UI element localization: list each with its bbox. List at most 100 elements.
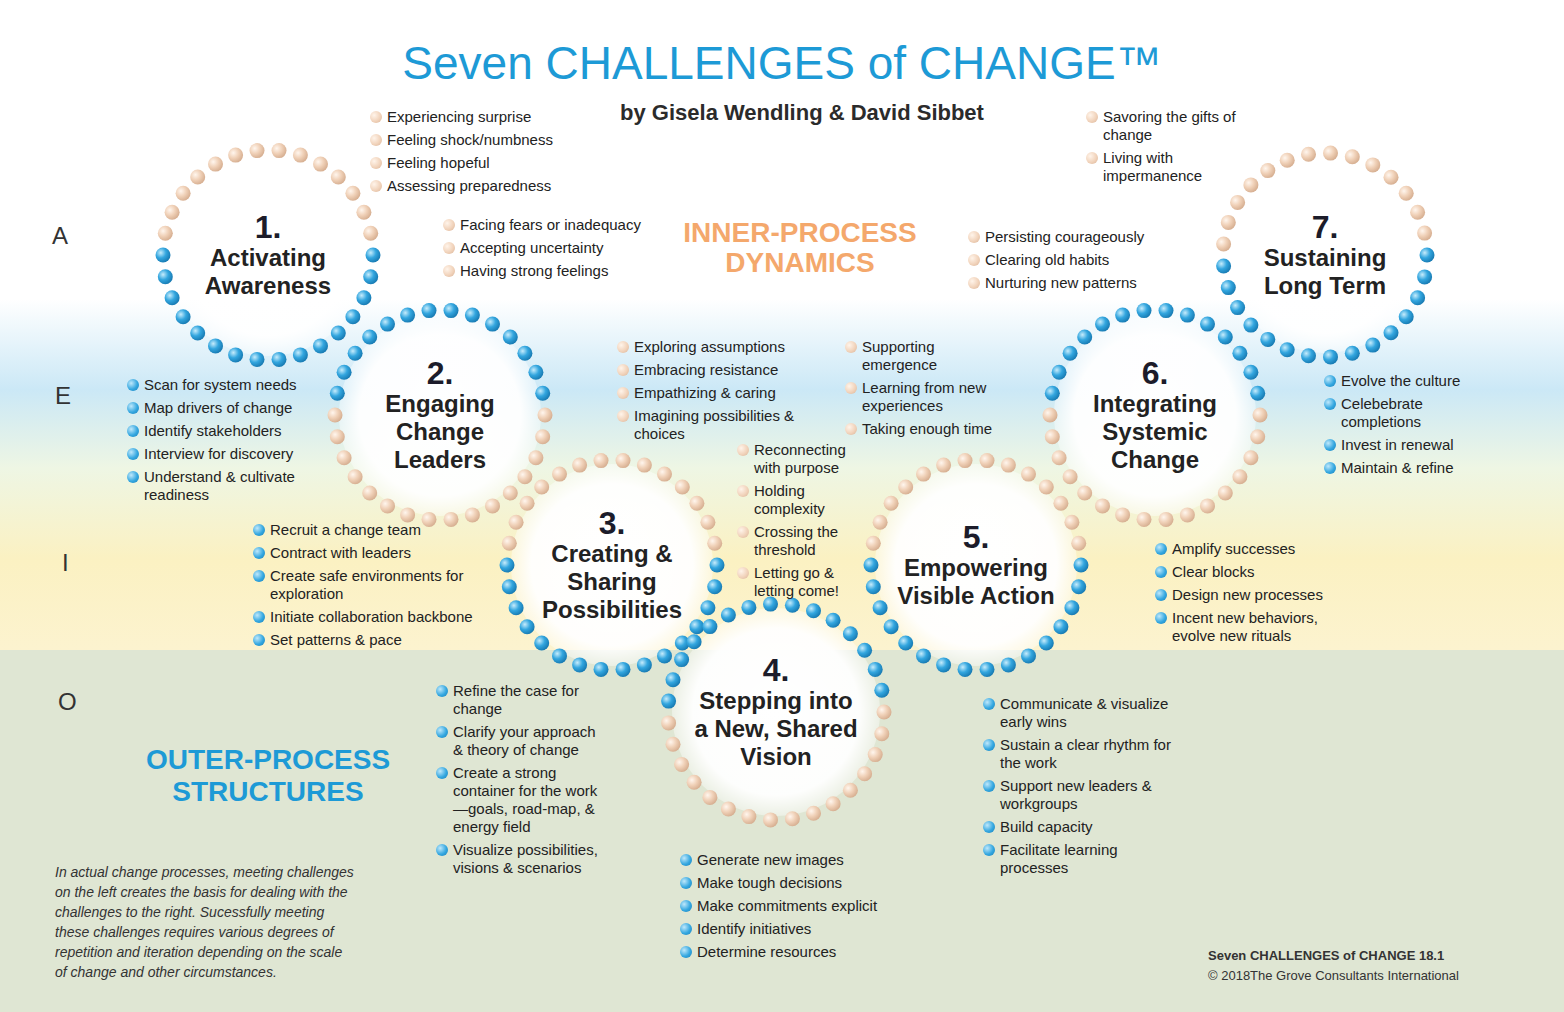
challenge-number: 2. <box>427 356 454 390</box>
bullet-dot <box>1155 589 1167 601</box>
bullet-dot <box>1155 566 1167 578</box>
bullet-text: Embracing resistance <box>634 361 778 379</box>
bullet-text: Clarify your approach & theory of change <box>453 723 606 759</box>
bullet-text: Determine resources <box>697 943 836 961</box>
circle-content: 2.Engaging Change Leaders <box>323 298 557 532</box>
bullet-dot <box>443 242 455 254</box>
challenge-number: 5. <box>963 520 990 554</box>
bullet-text: Holding complexity <box>754 482 865 518</box>
bullet-dot <box>436 685 448 697</box>
bullet-dot <box>127 448 139 460</box>
bullet-list: Generate new imagesMake tough decisionsM… <box>680 851 920 966</box>
bullet-item: Make tough decisions <box>680 874 920 892</box>
bullet-dot <box>436 767 448 779</box>
bullet-item: Accepting uncertainty <box>443 239 668 257</box>
bullet-text: Create safe environments for exploration <box>270 567 491 603</box>
title: Seven CHALLENGES of CHANGE™ <box>402 36 1161 90</box>
bullet-item: Determine resources <box>680 943 920 961</box>
circle-content: 5.Empowering Visible Action <box>859 448 1093 682</box>
bullet-text: Build capacity <box>1000 818 1093 836</box>
bullet-item: Empathizing & caring <box>617 384 832 402</box>
challenge-circle: 6.Integrating Systemic Change <box>1038 298 1272 532</box>
footer-version: Seven CHALLENGES of CHANGE 18.1 <box>1208 948 1444 963</box>
bullet-list: Experiencing surpriseFeeling shock/numbn… <box>370 108 585 200</box>
bullet-text: Persisting courageously <box>985 228 1144 246</box>
bullet-text: Clearing old habits <box>985 251 1109 269</box>
bullet-list: Savoring the gifts of changeLiving with … <box>1086 108 1236 190</box>
bullet-text: Amplify successes <box>1172 540 1295 558</box>
bullet-item: Visualize possibilities, visions & scena… <box>436 841 606 877</box>
challenge-name: Activating Awareness <box>187 244 350 300</box>
upper-ground <box>0 0 1564 650</box>
bullet-item: Exploring assumptions <box>617 338 832 356</box>
bullet-text: Invest in renewal <box>1341 436 1454 454</box>
row-letter: E <box>55 382 71 410</box>
bullet-item: Create safe environments for exploration <box>253 567 491 603</box>
bullet-text: Celebebrate completions <box>1341 395 1484 431</box>
bullet-dot <box>1086 152 1098 164</box>
bullet-text: Design new processes <box>1172 586 1323 604</box>
bullet-dot <box>617 364 629 376</box>
bullet-text: Understand & cultivate readiness <box>144 468 327 504</box>
challenge-number: 6. <box>1142 356 1169 390</box>
bullet-item: Facing fears or inadequacy <box>443 216 668 234</box>
bullet-text: Create a strong container for the work—g… <box>453 764 606 836</box>
challenge-name: Stepping into a New, Shared Vision <box>693 687 860 771</box>
bullet-dot <box>968 277 980 289</box>
bullet-item: Create a strong container for the work—g… <box>436 764 606 836</box>
bullet-item: Learning from new experiences <box>845 379 1010 415</box>
bullet-text: Support new leaders & workgroups <box>1000 777 1178 813</box>
bullet-text: Clear blocks <box>1172 563 1255 581</box>
bullet-dot <box>968 254 980 266</box>
bullet-dot <box>617 410 629 422</box>
bullet-item: Clarify your approach & theory of change <box>436 723 606 759</box>
bullet-text: Visualize possibilities, visions & scena… <box>453 841 606 877</box>
bullet-item: Letting go & letting come! <box>737 564 865 600</box>
bullet-item: Holding complexity <box>737 482 865 518</box>
bullet-dot <box>737 485 749 497</box>
bullet-dot <box>845 423 857 435</box>
challenge-name: Creating & Sharing Possibilities <box>531 540 694 624</box>
bullet-text: Communicate & visualize early wins <box>1000 695 1178 731</box>
bullet-text: Learning from new experiences <box>862 379 1010 415</box>
bullet-text: Reconnecting with purpose <box>754 441 865 477</box>
bullet-text: Interview for discovery <box>144 445 293 463</box>
bullet-text: Recruit a change team <box>270 521 421 539</box>
bullet-text: Having strong feelings <box>460 262 608 280</box>
bullet-text: Supporting emergence <box>862 338 1010 374</box>
challenge-number: 1. <box>255 210 282 244</box>
bullet-item: Clear blocks <box>1155 563 1355 581</box>
bullet-item: Maintain & refine <box>1324 459 1484 477</box>
bullet-item: Supporting emergence <box>845 338 1010 374</box>
bullet-text: Initiate collaboration backbone <box>270 608 473 626</box>
bullet-dot <box>1155 612 1167 624</box>
bullet-dot <box>436 726 448 738</box>
bullet-dot <box>983 698 995 710</box>
bullet-text: Feeling hopeful <box>387 154 490 172</box>
bullet-dot <box>127 425 139 437</box>
bullet-dot <box>968 231 980 243</box>
challenge-number: 7. <box>1312 210 1339 244</box>
bullet-dot <box>680 923 692 935</box>
bullet-item: Amplify successes <box>1155 540 1355 558</box>
bullet-text: Evolve the culture <box>1341 372 1460 390</box>
bullet-item: Nurturing new patterns <box>968 274 1178 292</box>
bullet-item: Support new leaders & workgroups <box>983 777 1178 813</box>
row-letter: O <box>58 688 77 716</box>
bullet-item: Understand & cultivate readiness <box>127 468 327 504</box>
bullet-item: Reconnecting with purpose <box>737 441 865 477</box>
bullet-dot <box>443 219 455 231</box>
bullet-dot <box>845 341 857 353</box>
challenge-circle: 5.Empowering Visible Action <box>859 448 1093 682</box>
bullet-dot <box>1086 111 1098 123</box>
bullet-text: Letting go & letting come! <box>754 564 865 600</box>
bullet-dot <box>370 180 382 192</box>
bullet-item: Persisting courageously <box>968 228 1178 246</box>
bullet-text: Experiencing surprise <box>387 108 531 126</box>
section-heading: INNER-PROCESS DYNAMICS <box>670 218 930 278</box>
bullet-dot <box>127 402 139 414</box>
bullet-dot <box>680 854 692 866</box>
bullet-list: Reconnecting with purposeHolding complex… <box>737 441 865 605</box>
bullet-dot <box>253 524 265 536</box>
challenge-circle: 7.Sustaining Long Term <box>1211 141 1439 369</box>
